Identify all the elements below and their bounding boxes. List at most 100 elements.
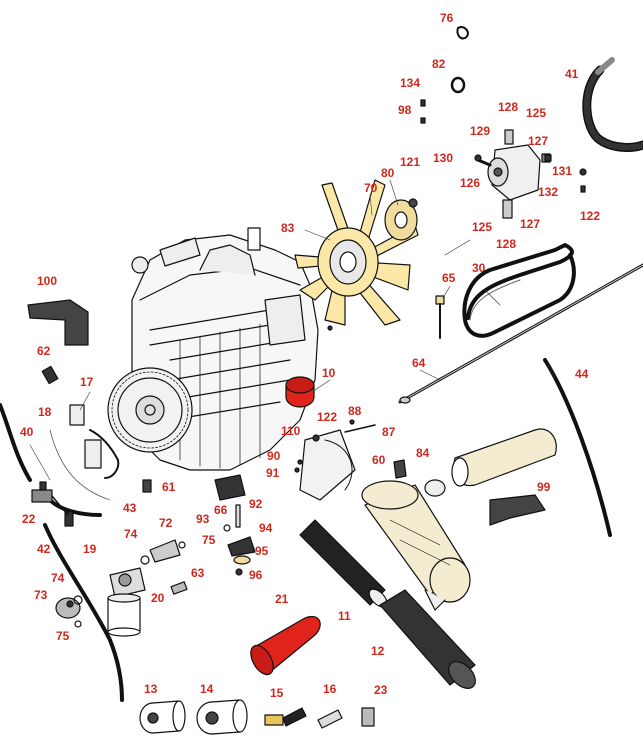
callout-19[interactable]: 19	[83, 542, 97, 556]
oil-filter[interactable]	[285, 376, 315, 408]
callout-88[interactable]: 88	[348, 404, 362, 418]
sensor[interactable]	[41, 365, 59, 385]
callout-12[interactable]: 12	[371, 644, 385, 658]
callout-95[interactable]: 95	[255, 544, 269, 558]
callout-94[interactable]: 94	[259, 521, 273, 535]
hose-clamp[interactable]	[424, 479, 446, 497]
air-intake-hose[interactable]	[451, 428, 557, 487]
callout-130[interactable]: 130	[433, 151, 454, 165]
callout-30[interactable]: 30	[472, 261, 486, 275]
callout-66[interactable]: 66	[214, 503, 228, 517]
callout-74a[interactable]: 74	[124, 527, 138, 541]
callout-23[interactable]: 23	[374, 683, 388, 697]
callout-40[interactable]: 40	[20, 425, 34, 439]
small-hardware[interactable]	[327, 26, 587, 331]
fuse-16[interactable]	[317, 709, 343, 729]
drive-belt[interactable]	[462, 243, 576, 338]
callout-91[interactable]: 91	[266, 466, 280, 480]
callout-110[interactable]: 110	[281, 424, 301, 438]
callout-76[interactable]: 76	[440, 11, 454, 25]
callout-11[interactable]: 11	[338, 609, 351, 623]
callout-18[interactable]: 18	[38, 405, 52, 419]
callout-122b[interactable]: 122	[317, 410, 338, 424]
callout-100[interactable]: 100	[37, 274, 58, 288]
callout-96[interactable]: 96	[249, 568, 263, 582]
callout-128b[interactable]: 128	[496, 237, 517, 251]
callout-127b[interactable]: 127	[520, 217, 541, 231]
callout-14[interactable]: 14	[200, 682, 214, 696]
callout-10[interactable]: 10	[322, 366, 336, 380]
fan-spacer[interactable]	[384, 199, 418, 241]
cooling-fan[interactable]	[294, 179, 419, 326]
callout-82[interactable]: 82	[432, 57, 446, 71]
callout-99[interactable]: 99	[537, 480, 551, 494]
callout-73[interactable]: 73	[34, 588, 48, 602]
callout-122a[interactable]: 122	[580, 209, 601, 223]
engine-assembly[interactable]	[107, 227, 319, 471]
air-cleaner-bracket[interactable]	[489, 494, 546, 526]
callout-21[interactable]: 21	[275, 592, 289, 606]
callout-75a[interactable]: 75	[202, 533, 216, 547]
sender-60[interactable]	[393, 459, 407, 479]
water-separator[interactable]	[55, 595, 83, 628]
callout-22[interactable]: 22	[22, 512, 36, 526]
outer-air-filter[interactable]	[379, 589, 480, 693]
fuel-hose-left[interactable]	[0, 403, 32, 482]
fuel-hose[interactable]	[43, 523, 124, 702]
callout-128a[interactable]: 128	[498, 100, 519, 114]
fan-shroud-bracket[interactable]	[294, 419, 376, 501]
engine-mount-parts[interactable]	[214, 474, 256, 576]
callout-98[interactable]: 98	[398, 103, 412, 117]
callout-20[interactable]: 20	[151, 591, 165, 605]
callout-131[interactable]: 131	[552, 164, 573, 178]
inner-air-filter[interactable]	[299, 519, 390, 610]
callout-134[interactable]: 134	[400, 76, 421, 90]
callout-64[interactable]: 64	[412, 356, 426, 370]
callout-65[interactable]: 65	[442, 271, 456, 285]
callout-80[interactable]: 80	[381, 166, 395, 180]
dipstick[interactable]	[435, 295, 445, 339]
hydraulic-filter[interactable]	[246, 615, 321, 678]
fuel-shutoff-valve[interactable]	[31, 481, 74, 527]
callout-41[interactable]: 41	[565, 67, 579, 81]
callout-93[interactable]: 93	[196, 512, 210, 526]
fuel-filter[interactable]	[69, 404, 120, 479]
callout-125a[interactable]: 125	[526, 106, 547, 120]
fitting-63[interactable]	[170, 581, 188, 595]
fitting-61[interactable]	[142, 479, 152, 493]
callout-16[interactable]: 16	[323, 682, 337, 696]
callout-125b[interactable]: 125	[472, 220, 493, 234]
engine-bracket[interactable]	[27, 299, 89, 346]
callout-61[interactable]: 61	[162, 480, 176, 494]
callout-74b[interactable]: 74	[51, 571, 65, 585]
fuel-fitting-72[interactable]	[140, 539, 186, 565]
fuel-filter-assembly[interactable]	[107, 567, 146, 637]
relay-23[interactable]	[361, 707, 375, 727]
callout-63[interactable]: 63	[191, 566, 205, 580]
callout-126[interactable]: 126	[460, 176, 481, 190]
callout-127a[interactable]: 127	[528, 134, 549, 148]
callout-87[interactable]: 87	[382, 425, 396, 439]
glow-plug[interactable]	[264, 707, 307, 727]
oil-filter-13[interactable]	[139, 700, 186, 734]
callout-44[interactable]: 44	[575, 367, 589, 381]
callout-92[interactable]: 92	[249, 497, 263, 511]
callout-13[interactable]: 13	[144, 682, 158, 696]
callout-17[interactable]: 17	[80, 375, 94, 389]
callout-90[interactable]: 90	[267, 449, 281, 463]
callout-42[interactable]: 42	[37, 542, 51, 556]
callout-62[interactable]: 62	[37, 344, 51, 358]
callout-60[interactable]: 60	[372, 453, 386, 467]
callout-129[interactable]: 129	[470, 124, 491, 138]
callout-83[interactable]: 83	[281, 221, 295, 235]
callout-132[interactable]: 132	[538, 185, 559, 199]
callout-15[interactable]: 15	[270, 686, 284, 700]
air-cleaner[interactable]	[361, 480, 471, 611]
callout-84[interactable]: 84	[416, 446, 430, 460]
callout-121[interactable]: 121	[400, 155, 421, 169]
fuel-filter-14[interactable]	[196, 699, 248, 735]
callout-70[interactable]: 70	[364, 181, 378, 195]
callout-43[interactable]: 43	[123, 501, 137, 515]
callout-75b[interactable]: 75	[56, 629, 70, 643]
callout-72[interactable]: 72	[159, 516, 173, 530]
